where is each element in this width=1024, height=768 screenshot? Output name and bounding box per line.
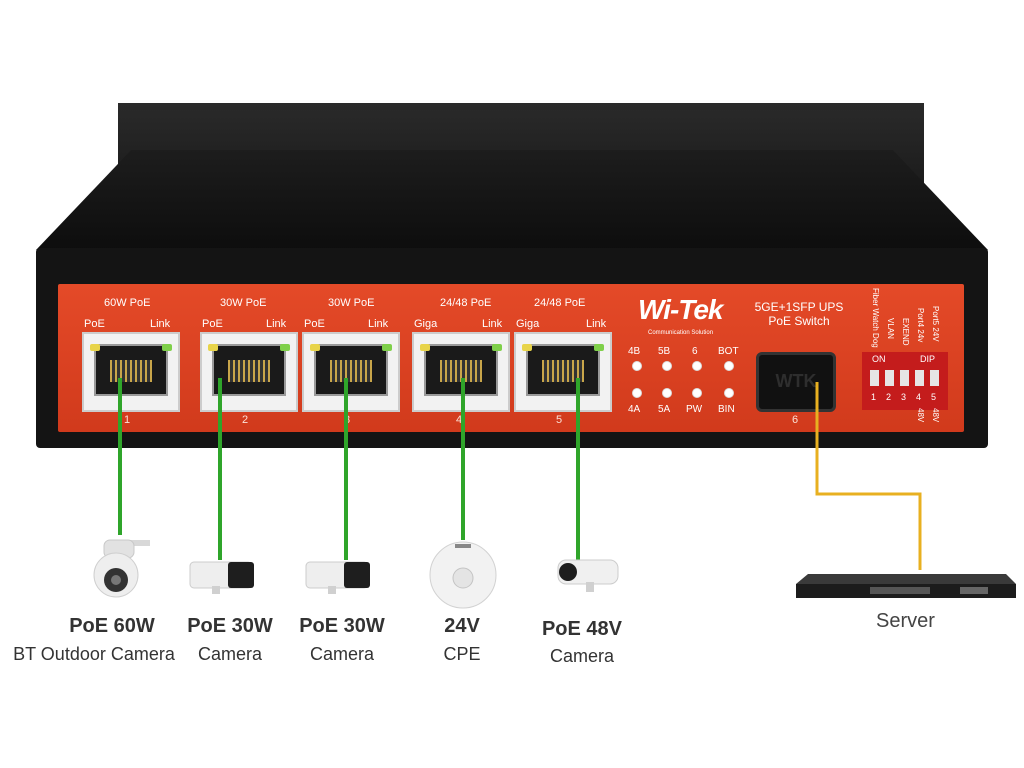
- device-3-subtitle: Camera: [309, 644, 375, 664]
- led-label-6: 6: [692, 346, 698, 357]
- bullet-camera-icon: [557, 559, 619, 592]
- port-2-power-label: 30W PoE: [220, 297, 267, 309]
- model-line-2: PoE Switch: [768, 314, 830, 328]
- dip-switch-toggle[interactable]: [870, 370, 879, 386]
- status-led-icon: [692, 388, 702, 398]
- dip-label: DIP: [920, 354, 936, 364]
- port-1-number: 1: [124, 414, 131, 426]
- dip-number-5: 5: [931, 392, 937, 402]
- sfp-port-number: 6: [792, 414, 799, 426]
- ceiling-access-point-icon: [429, 541, 497, 609]
- dip-on-label: ON: [872, 354, 886, 364]
- device-2-subtitle: Camera: [197, 644, 263, 664]
- link-led-icon: [382, 344, 392, 351]
- dip-number-3: 3: [901, 392, 907, 402]
- ptz-dome-camera-icon: [93, 539, 150, 598]
- model-name: 5GE+1SFP UPS PoE Switch: [744, 300, 854, 328]
- led-label-pw: PW: [686, 404, 703, 415]
- dip-switch-toggle[interactable]: [885, 370, 894, 386]
- led-label-5a: 5A: [658, 404, 671, 415]
- device-5-title: PoE 48V: [541, 618, 623, 640]
- poe-led-icon: [208, 344, 218, 351]
- poe-led-icon: [90, 344, 100, 351]
- rack-server-icon: [796, 574, 1016, 598]
- ethernet-port-1[interactable]: [82, 332, 180, 412]
- port-2-left-label: PoE: [202, 318, 223, 330]
- status-led-icon: [662, 361, 672, 371]
- dip-number-4: 4: [916, 392, 922, 402]
- port-4-left-label: Giga: [414, 318, 438, 330]
- status-led-icon: [632, 361, 642, 371]
- link-led-icon: [594, 344, 604, 351]
- link-led-icon: [492, 344, 502, 351]
- device-1-subtitle: BT Outdoor Camera: [13, 644, 175, 664]
- poe-led-icon: [310, 344, 320, 351]
- led-label-5b: 5B: [658, 346, 671, 357]
- device-3-title: PoE 30W: [299, 615, 385, 637]
- status-led-icon: [724, 361, 734, 371]
- logo-tagline: Communication Solution: [648, 330, 714, 336]
- rj45-socket-icon: [314, 344, 388, 396]
- rj45-socket-icon: [526, 344, 600, 396]
- device-4-subtitle: CPE: [443, 644, 481, 664]
- status-led-icon: [724, 388, 734, 398]
- device-4-title: 24V: [444, 615, 480, 637]
- sfp-cover-text: WTK: [775, 371, 817, 391]
- port-1-right-label: Link: [150, 318, 171, 330]
- port-4-power-label: 24/48 PoE: [440, 297, 492, 309]
- port-5-power-label: 24/48 PoE: [534, 297, 586, 309]
- bullet-camera-icon: [305, 561, 370, 594]
- port-5-left-label: Giga: [516, 318, 540, 330]
- led-label-4b: 4B: [628, 346, 641, 357]
- sfp-port-6[interactable]: WTK: [756, 352, 836, 412]
- poe-led-icon: [522, 344, 532, 351]
- device-5-subtitle: Camera: [549, 646, 615, 666]
- fiber-cable-server: [815, 382, 922, 570]
- port-4-number: 4: [456, 414, 463, 426]
- poe-led-icon: [420, 344, 430, 351]
- dip-number-2: 2: [886, 392, 892, 402]
- port-4-right-label: Link: [482, 318, 503, 330]
- dip-number-1: 1: [871, 392, 877, 402]
- device-2-title: PoE 30W: [187, 615, 273, 637]
- bullet-camera-icon: [189, 561, 254, 594]
- led-label-bin: BIN: [718, 404, 735, 415]
- status-led-icon: [632, 388, 642, 398]
- status-led-icon: [692, 361, 702, 371]
- dip-switch-block[interactable]: ON DIP 1 2 3 4 5: [862, 352, 948, 410]
- link-led-icon: [162, 344, 172, 351]
- ethernet-port-2[interactable]: [200, 332, 298, 412]
- device-1-title: PoE 60W: [69, 615, 155, 637]
- port-2-number: 2: [242, 414, 249, 426]
- wi-tek-logo: Wi-Tek: [638, 294, 723, 325]
- port-5-number: 5: [556, 414, 563, 426]
- port-3-power-label: 30W PoE: [328, 297, 375, 309]
- port-1-power-label: 60W PoE: [104, 297, 151, 309]
- link-led-icon: [280, 344, 290, 351]
- status-led-icon: [662, 388, 672, 398]
- rj45-socket-icon: [212, 344, 286, 396]
- switch-chassis-bevel: [36, 150, 988, 250]
- port-1-left-label: PoE: [84, 318, 105, 330]
- ethernet-port-5[interactable]: [514, 332, 612, 412]
- rj45-socket-icon: [94, 344, 168, 396]
- port-3-right-label: Link: [368, 318, 389, 330]
- port-2-right-label: Link: [266, 318, 287, 330]
- port-3-left-label: PoE: [304, 318, 325, 330]
- dip-switch-toggle[interactable]: [930, 370, 939, 386]
- model-line-1: 5GE+1SFP UPS: [754, 300, 844, 314]
- ethernet-port-3[interactable]: [302, 332, 400, 412]
- dip-switch-toggle[interactable]: [915, 370, 924, 386]
- led-label-4a: 4A: [628, 404, 641, 415]
- server-label: Server: [876, 610, 935, 632]
- dip-switch-toggle[interactable]: [900, 370, 909, 386]
- port-5-right-label: Link: [586, 318, 607, 330]
- led-label-bot: BOT: [718, 346, 739, 357]
